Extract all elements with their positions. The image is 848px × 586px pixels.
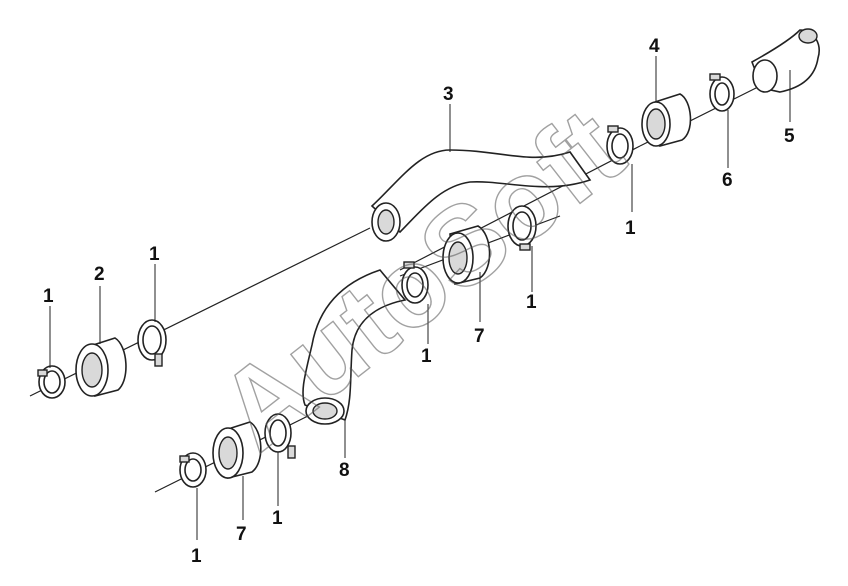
callout-1f: 1	[272, 508, 283, 529]
clamp-1c	[606, 125, 634, 165]
callout-1c: 1	[625, 218, 636, 239]
callout-1e: 1	[421, 346, 432, 367]
callout-1b: 1	[149, 244, 160, 265]
callout-5: 5	[784, 126, 795, 147]
callout-2: 2	[94, 264, 105, 285]
leader-lines	[49, 56, 791, 540]
callout-1d: 1	[526, 292, 537, 313]
callout-1g: 1	[191, 546, 202, 567]
part-2-coupling	[75, 337, 127, 398]
callouts: 1 2 1 3 4 5 6 1 1 7 1 8 1 7 1	[43, 36, 795, 567]
watermark: AutoSoft	[196, 84, 645, 474]
callout-1a: 1	[43, 286, 54, 307]
part-5-elbow	[751, 28, 820, 93]
clamp-6	[709, 73, 735, 112]
part-8-lower-hose	[302, 269, 407, 425]
callout-8: 8	[339, 460, 350, 481]
clamp-1e	[401, 261, 429, 304]
clamp-1g	[264, 413, 296, 459]
part-7-upper-coupling	[442, 225, 491, 285]
callout-7a: 7	[474, 326, 485, 347]
clamp-1d	[507, 205, 537, 251]
callout-6: 6	[722, 170, 733, 191]
callout-7b: 7	[236, 524, 247, 545]
part-3-upper-hose	[370, 149, 592, 242]
callout-3: 3	[443, 84, 454, 105]
part-7-lower-coupling	[212, 421, 262, 480]
clamp-1b	[137, 319, 167, 367]
clamp-1f	[179, 452, 207, 488]
clamp-1a	[37, 365, 66, 399]
part-4-coupling	[641, 93, 692, 148]
callout-4: 4	[649, 36, 660, 57]
